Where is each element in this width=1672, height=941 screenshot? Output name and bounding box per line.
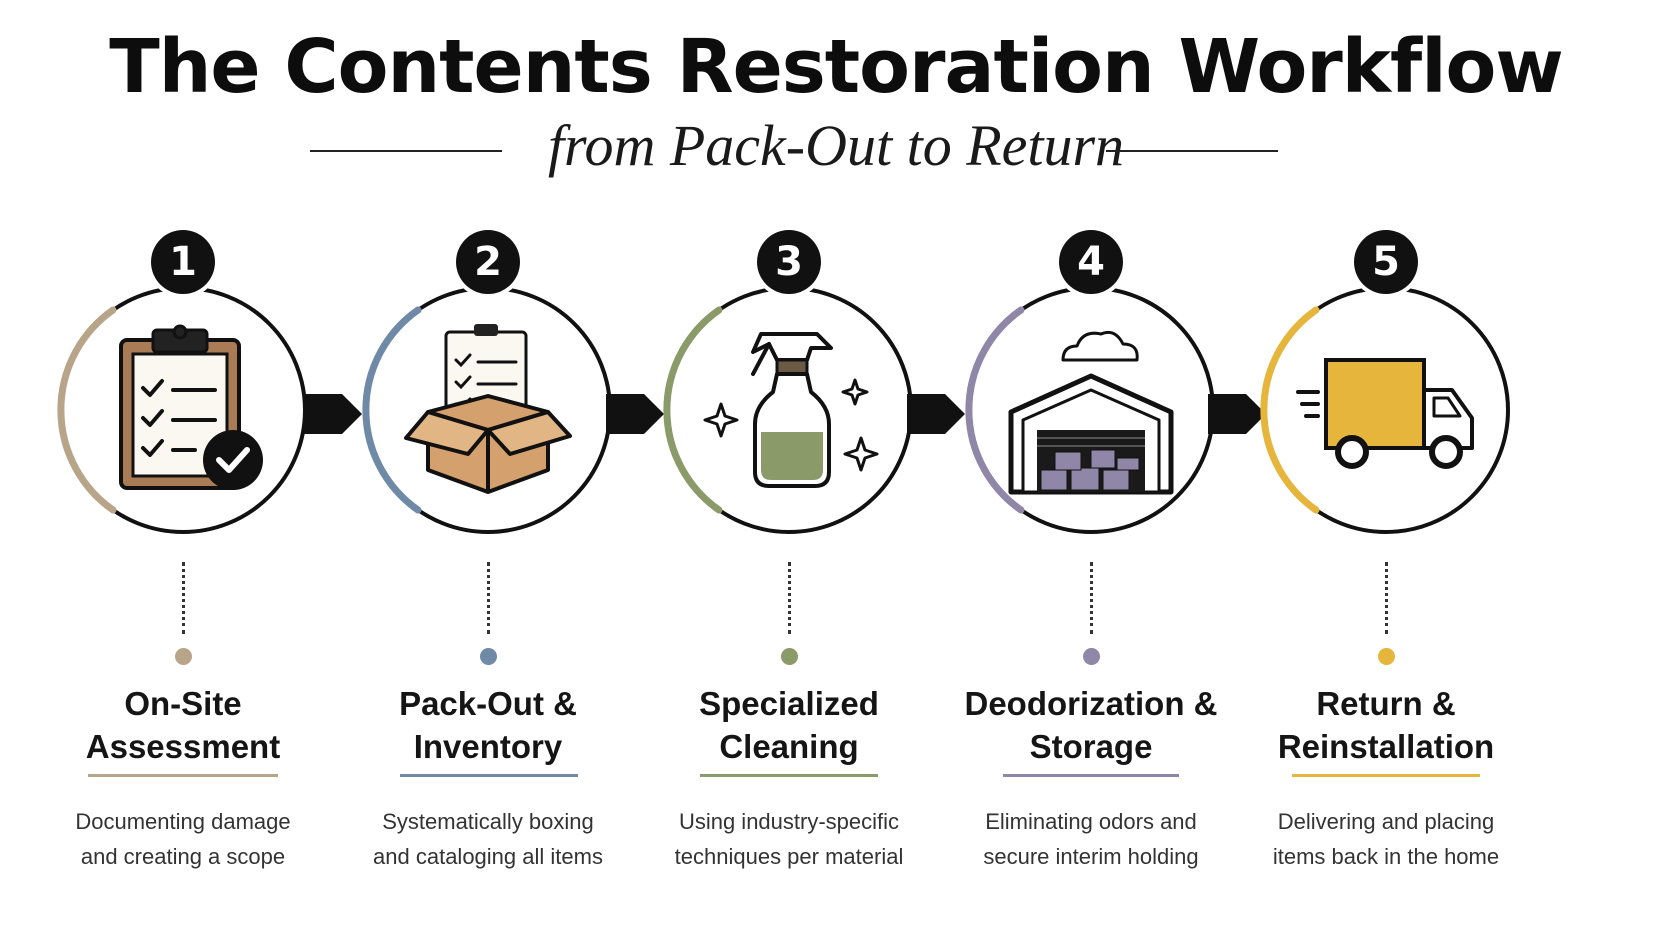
step-2-number-badge: 2 [456,230,520,294]
step-1-title-line2: Assessment [85,728,281,765]
step-5-title-line2: Reinstallation [1277,728,1495,765]
step-1-description: Documenting damage and creating a scope [33,804,333,874]
cloud-icon [1061,330,1139,362]
warehouse-icon [1008,330,1174,495]
step-1-title-line1: On-Site [124,685,242,722]
step-2-title-line1: Pack-Out & [399,685,577,722]
step-5-number-badge: 5 [1354,230,1418,294]
step-5-title: Return & Reinstallation [1236,682,1536,768]
step-3-title: Specialized Cleaning [639,682,939,768]
step-2-description: Systematically boxing and cataloging all… [338,804,638,874]
step-4-connector [1090,562,1093,634]
step-2: 2 Pack-Out & Inventory Systematically bo… [338,230,638,870]
step-2-title-line2: Inventory [413,728,563,765]
step-1-desc-line1: Documenting damage [75,809,291,834]
step-3-description: Using industry-specific techniques per m… [639,804,939,874]
subtitle-row: from Pack-Out to Return [0,112,1672,182]
step-3-title-line1: Specialized [699,685,879,722]
step-2-desc-line1: Systematically boxing [382,809,594,834]
step-4-title-line1: Deodorization & [964,685,1218,722]
step-4-title-line2: Storage [1029,728,1153,765]
step-3: 3 Specialized Cleaning Using industry-sp… [639,230,939,870]
step-1-number-badge: 1 [151,230,215,294]
step-5-desc-line2: items back in the home [1272,844,1500,869]
step-3-connector [788,562,791,634]
step-5: 5 Return & Reinstallation Delivering and… [1236,230,1536,870]
step-3-desc-line2: techniques per material [674,844,904,869]
step-5-title-line1: Return & [1316,685,1456,722]
arrow-1-to-2-icon [304,394,362,434]
step-5-desc-line1: Delivering and placing [1277,809,1495,834]
arrow-3-to-4-icon [907,394,965,434]
subtitle-divider-left [310,150,502,152]
step-2-desc-line2: and cataloging all items [373,844,603,869]
step-3-number-badge: 3 [757,230,821,294]
step-5-dot [1378,648,1395,665]
spray-bottle-icon [703,332,879,488]
step-4-underline [1003,774,1179,777]
step-3-dot [781,648,798,665]
step-4-title: Deodorization & Storage [941,682,1241,768]
step-4-desc-line2: secure interim holding [983,844,1199,869]
step-1-desc-line2: and creating a scope [80,844,286,869]
step-4: 4 Deodorization & Storage Eliminating od… [941,230,1241,870]
subtitle-divider-right [1106,150,1278,152]
step-5-connector [1385,562,1388,634]
step-3-underline [700,774,878,777]
step-2-connector [487,562,490,634]
step-4-desc-line1: Eliminating odors and [985,809,1197,834]
arrow-4-to-5-icon [1208,394,1266,434]
box-checklist-icon [404,324,572,494]
page-title: The Contents Restoration Workflow [109,24,1564,110]
step-4-number-badge: 4 [1059,230,1123,294]
step-1-underline [88,774,278,777]
step-1: 1 On-Site Assessment Documenting damage … [33,230,333,870]
step-4-description: Eliminating odors and secure interim hol… [941,804,1241,874]
step-5-underline [1292,774,1480,777]
step-1-dot [175,648,192,665]
step-3-desc-line1: Using industry-specific [678,809,900,834]
step-3-title-line2: Cleaning [719,728,859,765]
step-2-dot [480,648,497,665]
step-2-title: Pack-Out & Inventory [338,682,638,768]
step-4-dot [1083,648,1100,665]
step-2-underline [400,774,578,777]
step-1-connector [182,562,185,634]
step-5-description: Delivering and placing items back in the… [1236,804,1536,874]
delivery-truck-icon [1296,358,1474,469]
step-1-title: On-Site Assessment [33,682,333,768]
clipboard-check-icon [119,324,263,490]
page-subtitle: from Pack-Out to Return [547,113,1125,178]
arrow-2-to-3-icon [606,394,664,434]
